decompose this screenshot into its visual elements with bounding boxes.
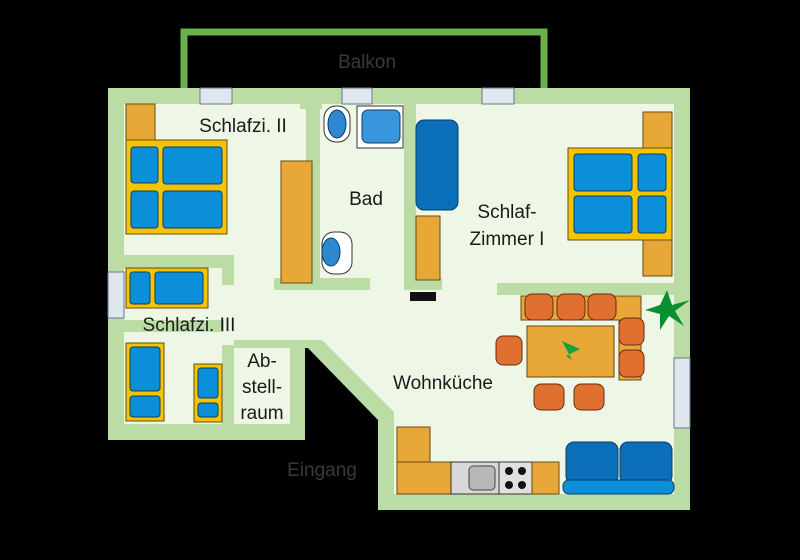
window-bedroom2	[199, 87, 233, 105]
label-entrance: Eingang	[287, 460, 357, 481]
window-bathroom	[341, 87, 373, 105]
wardrobe	[280, 160, 313, 284]
label-balcony: Balkon	[338, 52, 396, 73]
sink	[321, 237, 341, 267]
sofa	[565, 441, 619, 485]
bathroom-fixtures	[321, 105, 404, 275]
label-kitchen-living: Wohnküche	[393, 373, 493, 394]
bedroom1-furniture	[415, 111, 673, 281]
label-storage-line2: stell-	[242, 377, 282, 398]
bedroom3-furniture	[125, 267, 223, 423]
window-bedroom3	[107, 271, 125, 319]
windows	[107, 87, 691, 429]
table-plant-icon	[562, 341, 580, 360]
toilet	[327, 109, 347, 139]
label-bedroom1-line2: Zimmer I	[470, 229, 545, 250]
label-bedroom3: Schlafzi. III	[143, 315, 236, 336]
bedroom2-furniture	[125, 103, 313, 284]
nightstand	[125, 103, 156, 141]
window-kitchen	[673, 357, 691, 429]
interior-walls	[124, 104, 674, 425]
balcony-railing	[180, 28, 548, 96]
plant-icon	[645, 290, 690, 330]
label-bathroom: Bad	[349, 189, 383, 210]
kitchen-furniture	[396, 290, 690, 495]
label-bedroom1-line1: Schlaf-	[477, 202, 536, 223]
window-bedroom1	[481, 87, 515, 105]
stove	[498, 461, 533, 495]
label-bedroom2: Schlafzi. II	[199, 116, 287, 137]
label-storage-line3: raum	[240, 403, 283, 424]
dresser	[415, 215, 441, 281]
shower	[361, 109, 401, 144]
armchair	[415, 119, 459, 211]
label-storage-line1: Ab-	[247, 351, 277, 372]
